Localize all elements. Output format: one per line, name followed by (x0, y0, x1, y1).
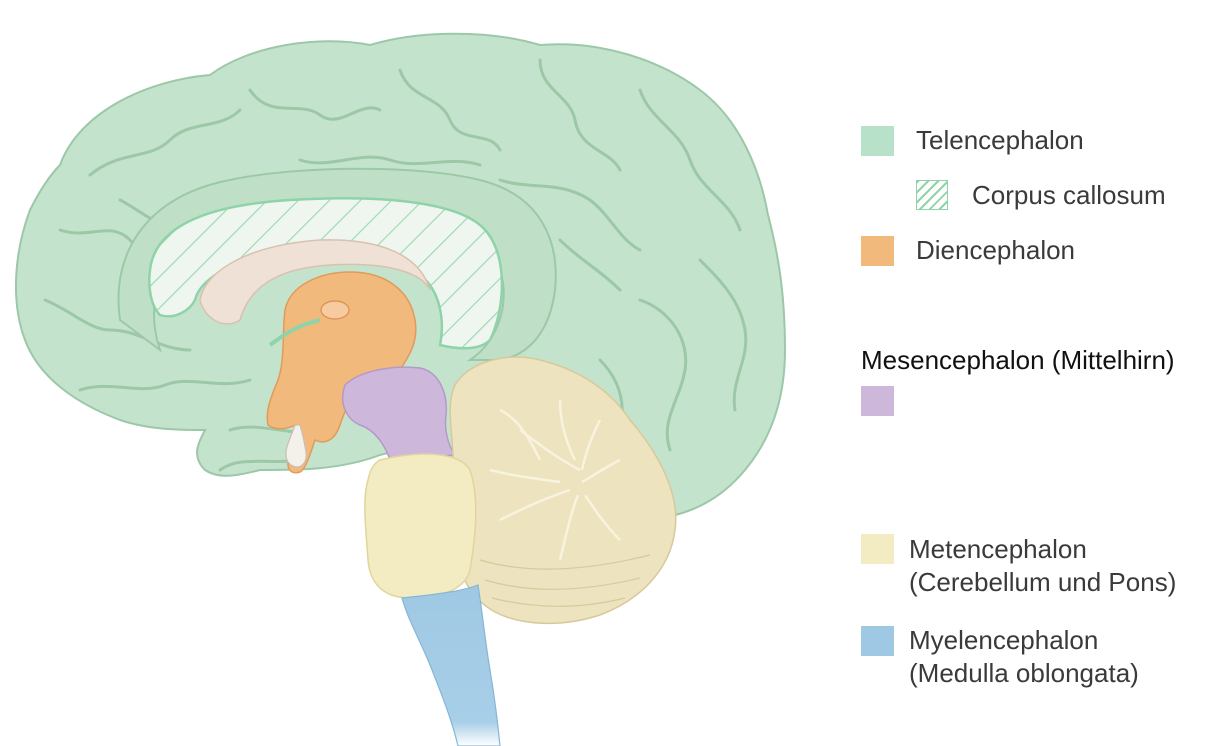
mesencephalon-region (341, 366, 457, 461)
thalamus-adhesion (320, 300, 350, 320)
legend-swatch-myelencephalon (861, 626, 894, 656)
legend-swatch-telencephalon (861, 126, 894, 156)
legend-swatch-mesencephalon (861, 386, 894, 416)
legend-label-metencephalon-line2: (Cerebellum und Pons) (909, 567, 1177, 597)
medulla-region (401, 584, 501, 746)
legend-swatch-diencephalon (861, 236, 894, 266)
legend-swatch-metencephalon (861, 534, 894, 564)
pituitary-stalk (285, 424, 307, 468)
legend-label-myelencephalon-line2: (Medulla oblongata) (909, 658, 1139, 688)
ventricle-region (199, 239, 431, 325)
legend-label-metencephalon-line1: Metencephalon (909, 534, 1087, 564)
cerebellum-lower-folia (479, 554, 651, 607)
legend-label-diencephalon: Diencephalon (916, 235, 1076, 265)
diencephalon-region (266, 271, 417, 474)
corpus-callosum-region (148, 197, 504, 350)
fornix (268, 318, 321, 347)
legend-label-corpus-callosum: Corpus callosum (972, 180, 1166, 210)
legend-label-mesencephalon: Mesencephalon (Mittelhirn) (861, 345, 1175, 375)
legend-label-myelencephalon-line1: Myelencephalon (909, 625, 1099, 655)
pons-region (364, 453, 477, 599)
legend-swatch-corpus-callosum (916, 180, 948, 210)
legend-label-telencephalon: Telencephalon (916, 125, 1084, 155)
cerebellum-folia (489, 399, 621, 561)
